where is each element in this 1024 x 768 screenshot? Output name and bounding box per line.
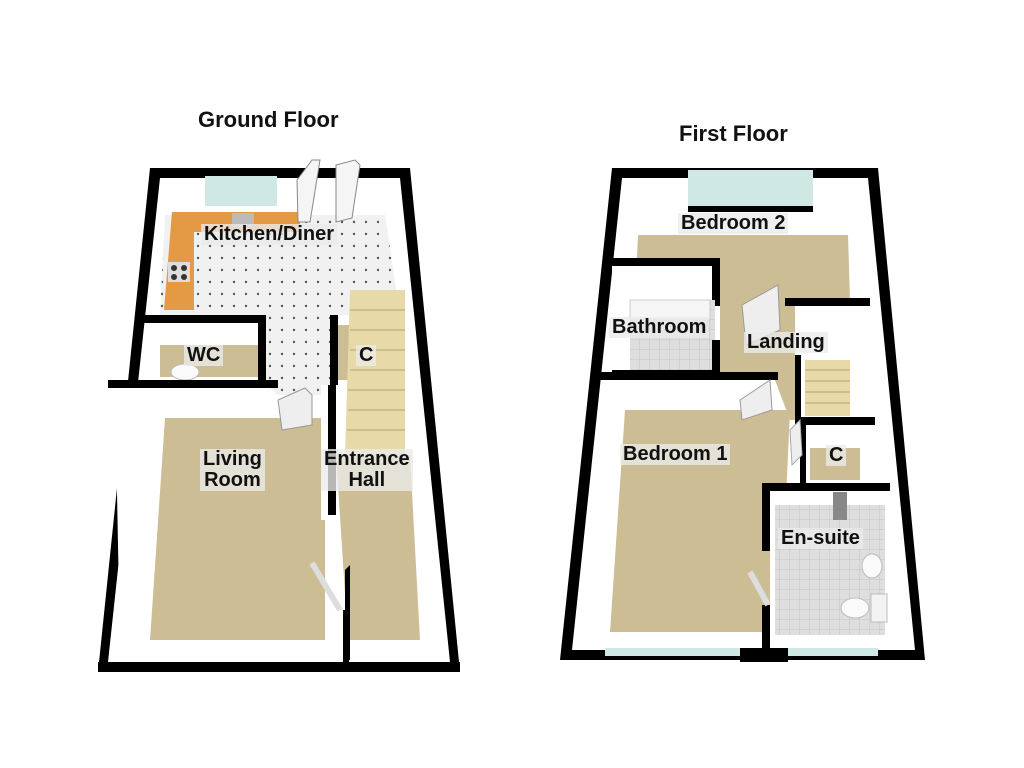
living-room-floor <box>150 418 325 640</box>
sink-icon <box>232 213 254 227</box>
toilet-icon <box>840 597 870 619</box>
door-icon <box>747 570 771 607</box>
toilet-icon <box>170 363 200 381</box>
door-icon <box>739 379 773 421</box>
first-floor-title: First Floor <box>679 121 788 146</box>
room-label-living-room: Living Room <box>200 449 265 491</box>
french-doors-icon <box>296 159 361 223</box>
basin-icon <box>861 553 883 579</box>
hall-floor <box>336 455 420 640</box>
door-icon <box>789 418 803 467</box>
door-icon <box>741 284 781 346</box>
room-label-kitchen-diner: Kitchen/Diner <box>201 224 338 245</box>
window-icon <box>788 648 878 656</box>
room-label-entrance-hall: Entrance Hall <box>321 449 413 491</box>
window-icon <box>688 170 813 208</box>
first-floor-plan <box>560 168 925 662</box>
window-icon <box>205 176 277 206</box>
stairs-icon <box>345 290 405 455</box>
room-label-landing: Landing <box>744 332 828 353</box>
room-label-en-suite: En-suite <box>778 528 863 549</box>
hob-icon <box>168 262 190 282</box>
bedroom-1-floor <box>610 410 790 632</box>
room-label-wc: WC <box>184 345 224 366</box>
entrance-hall-line1: Entrance <box>324 448 410 470</box>
room-label-cupboard: C <box>356 345 377 366</box>
living-room-line1: Living <box>203 448 262 470</box>
front-door-icon <box>309 561 343 612</box>
room-label-cupboard-first: C <box>826 445 847 466</box>
stairs-icon <box>805 360 850 416</box>
entrance-hall-line2: Hall <box>348 469 386 491</box>
room-label-bedroom-1: Bedroom 1 <box>620 444 731 465</box>
room-label-bathroom: Bathroom <box>609 317 710 338</box>
radiator-icon <box>833 492 847 520</box>
room-label-bedroom-2: Bedroom 2 <box>678 213 789 234</box>
living-room-line2: Room <box>204 469 261 491</box>
door-icon <box>277 387 313 431</box>
ground-floor-title: Ground Floor <box>198 107 339 132</box>
window-icon <box>605 648 740 656</box>
